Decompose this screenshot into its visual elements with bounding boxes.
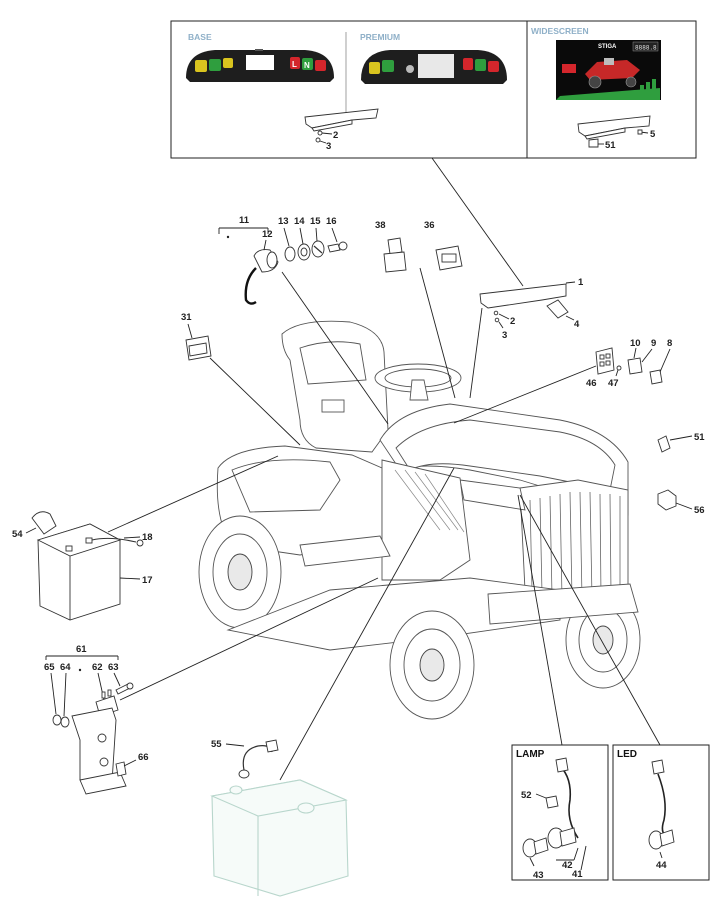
led-box-title: LED (617, 749, 637, 760)
widescreen-panel-title: WIDESCREEN (531, 26, 589, 36)
dashboard-variants-panel: BASE PREMIUM WIDESCREEN L N (170, 20, 697, 159)
callout-38: 38 (375, 220, 386, 231)
seat-switch (185, 335, 212, 361)
base-dashboard: L N (186, 49, 334, 82)
callout-41: 41 (572, 869, 583, 880)
callout-54: 54 (12, 529, 23, 540)
lamp-box: LAMP (511, 744, 609, 881)
bolt-63 (115, 682, 134, 695)
callout-63: 63 (108, 662, 119, 673)
relay (627, 357, 643, 375)
callout-66: 66 (138, 752, 149, 763)
bulb (522, 837, 549, 858)
relay-block (595, 347, 615, 375)
ignition-switch (244, 249, 279, 305)
callout-44: 44 (656, 860, 667, 871)
callout-47: 47 (608, 378, 619, 389)
callout-2: 2 (510, 316, 515, 327)
widescreen-display: STIGA 8888.8 (556, 40, 661, 100)
dash-housing (479, 283, 567, 309)
callout-65: 65 (44, 662, 55, 673)
ignition-key (327, 241, 348, 253)
callout-61: 61 (76, 644, 87, 655)
battery (36, 523, 122, 621)
widescreen-brand-logo: STIGA (598, 44, 617, 50)
callout-3: 3 (502, 330, 507, 341)
ignition-washer (297, 243, 311, 261)
callout-14: 14 (294, 216, 305, 227)
switch-bracket (71, 707, 127, 795)
toggle-switch (383, 237, 407, 273)
clip-widescreen (588, 138, 599, 148)
callout-51: 51 (694, 432, 705, 443)
rocker-switch (435, 245, 463, 271)
bolt-66 (115, 761, 127, 777)
callout-56: 56 (694, 505, 705, 516)
callout-31: 31 (181, 312, 192, 323)
callout-17: 17 (142, 575, 153, 586)
base-l-indicator: L (292, 60, 297, 69)
callout-2-top: 2 (333, 130, 338, 141)
wire-clip (657, 435, 671, 453)
fuel-sensor (238, 739, 279, 779)
callout-16: 16 (326, 216, 337, 227)
callout-62: 62 (92, 662, 103, 673)
led-lamp (648, 829, 675, 850)
callout-3-top: 3 (326, 141, 331, 152)
callout-43: 43 (533, 870, 544, 881)
fuse (649, 369, 663, 385)
nut-64 (60, 716, 70, 728)
callout-55: 55 (211, 739, 222, 750)
battery-terminal-cover (31, 511, 57, 535)
callout-9: 9 (651, 338, 656, 349)
premium-dashboard (361, 50, 507, 84)
display-readout: 8888.8 (635, 45, 657, 52)
fuel-tank (210, 779, 349, 897)
callout-5: 5 (650, 129, 656, 140)
lamp-box-title: LAMP (516, 749, 545, 760)
base-panel-title: BASE (188, 32, 212, 42)
callout-12: 12 (262, 229, 273, 240)
led-box: LED (612, 744, 710, 881)
callout-42: 42 (562, 860, 573, 871)
callout-51-top: 51 (605, 140, 616, 151)
callout-4: 4 (574, 319, 580, 330)
battery-cable (91, 537, 144, 547)
base-n-indicator: N (304, 61, 310, 70)
callout-8: 8 (667, 338, 672, 349)
callout-10: 10 (630, 338, 641, 349)
bulb-holder (547, 827, 577, 849)
callout-1: 1 (578, 277, 584, 288)
callout-52: 52 (521, 790, 532, 801)
dash-housing-widescreen (577, 115, 651, 140)
callout-64: 64 (60, 662, 71, 673)
premium-panel-title: PREMIUM (360, 32, 400, 42)
mounting-bracket (546, 299, 569, 319)
dash-housing-base (304, 108, 379, 132)
callout-18: 18 (142, 532, 153, 543)
callout-46: 46 (586, 378, 597, 389)
washer-65 (52, 714, 62, 726)
ignition-ring (311, 240, 325, 258)
ignition-nut (284, 246, 296, 262)
front-grille (519, 479, 629, 602)
callout-13: 13 (278, 216, 289, 227)
callout-15: 15 (310, 216, 321, 227)
callout-36: 36 (424, 220, 435, 231)
connector-cap (657, 489, 677, 511)
callout-11: 11 (239, 215, 250, 226)
screw-pair-base (315, 130, 323, 143)
ride-on-mower (198, 320, 641, 720)
seat (281, 320, 389, 453)
